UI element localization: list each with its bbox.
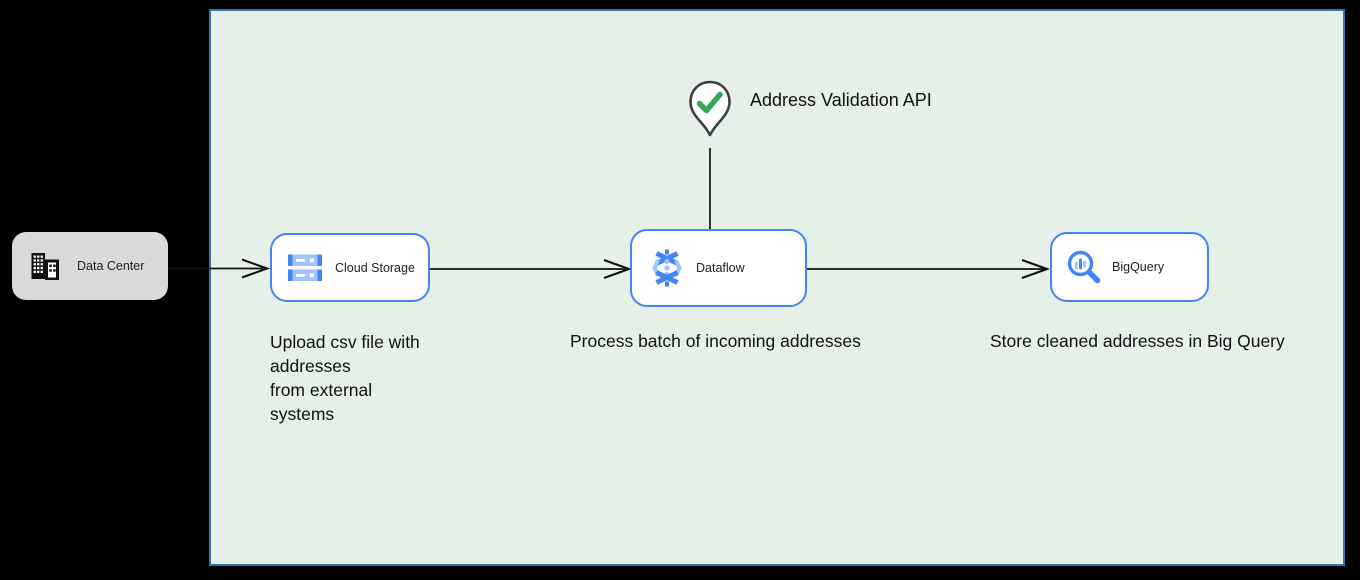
caption-cloud-storage: Upload csv file with addresses from exte… [270, 330, 420, 426]
node-dataflow[interactable]: Dataflow [630, 229, 807, 307]
address-validation-marker[interactable] [687, 80, 733, 148]
caption-line: addresses [270, 356, 351, 376]
caption-dataflow: Process batch of incoming addresses [570, 331, 861, 351]
map-pin-check-icon [689, 80, 731, 137]
node-bigquery[interactable]: BigQuery [1050, 232, 1209, 302]
node-dataflow-label: Dataflow [696, 261, 745, 275]
bigquery-icon [1066, 249, 1102, 285]
caption-line: systems [270, 404, 335, 424]
caption-bigquery: Store cleaned addresses in Big Query [990, 331, 1285, 351]
node-cloud-storage-label: Cloud Storage [335, 260, 415, 275]
api-marker-label: Address Validation API [750, 89, 932, 112]
check-icon [696, 91, 723, 114]
dataflow-icon [649, 248, 685, 288]
caption-line: from external [270, 380, 373, 400]
node-data-center[interactable]: Data Center [12, 232, 168, 300]
api-label-line2: API [902, 90, 932, 110]
caption-line: Upload csv file with [270, 332, 420, 352]
cloud-storage-icon [288, 254, 322, 282]
api-label-line1: Address Validation [750, 90, 899, 110]
building-icon [30, 252, 60, 280]
node-data-center-label: Data Center [77, 259, 145, 273]
node-bigquery-label: BigQuery [1112, 260, 1165, 274]
node-cloud-storage[interactable]: Cloud Storage [270, 233, 430, 302]
